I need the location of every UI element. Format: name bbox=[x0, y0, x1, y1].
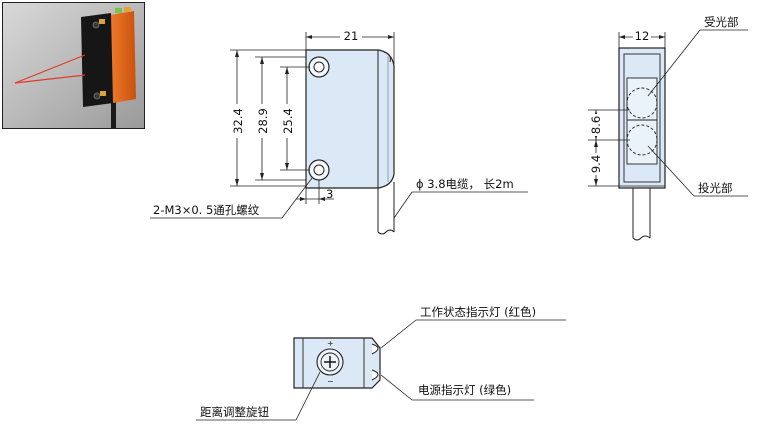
indicator-red-label: 工作状态指示灯 (红色) bbox=[420, 305, 536, 319]
top-view: + − 工作状态指示灯 (红色) 电源指示灯 (绿色) 距离调整旋钮 bbox=[196, 305, 566, 421]
sensor-photo-graphic bbox=[3, 3, 144, 128]
spacing-label-upper: 8.6 bbox=[589, 116, 603, 134]
svg-text:+: + bbox=[327, 339, 334, 348]
hole-offset-label: 3 bbox=[326, 187, 333, 201]
spacing-label-lower: 9.4 bbox=[589, 155, 603, 173]
front-view: 21 32.4 28.9 25.4 bbox=[150, 29, 528, 235]
receiver-lens bbox=[626, 87, 658, 119]
emitter-label: 投光部 bbox=[698, 181, 733, 195]
indicator-green-label: 电源指示灯 (绿色) bbox=[418, 383, 511, 397]
cable-label: ϕ 3.8电缆， 长2m bbox=[416, 177, 514, 191]
front-height-label-3: 25.4 bbox=[281, 108, 295, 134]
indicator-red-lamp bbox=[371, 343, 379, 355]
front-cable bbox=[377, 182, 395, 235]
sensor-photo bbox=[2, 2, 145, 129]
hole-thread-label: 2-M3×0. 5通孔螺纹 bbox=[153, 203, 260, 217]
knob-label: 距离调整旋钮 bbox=[200, 405, 269, 419]
side-view: 12 8.6 9.4 受光部 投光部 bbox=[587, 15, 748, 241]
front-height-label-1: 32.4 bbox=[231, 108, 245, 134]
front-width-label: 21 bbox=[344, 29, 359, 43]
side-width-label: 12 bbox=[635, 29, 650, 43]
receiver-label: 受光部 bbox=[704, 15, 739, 29]
front-height-label-2: 28.9 bbox=[256, 108, 270, 134]
indicator-green-lamp bbox=[371, 369, 379, 381]
svg-text:−: − bbox=[327, 377, 334, 386]
